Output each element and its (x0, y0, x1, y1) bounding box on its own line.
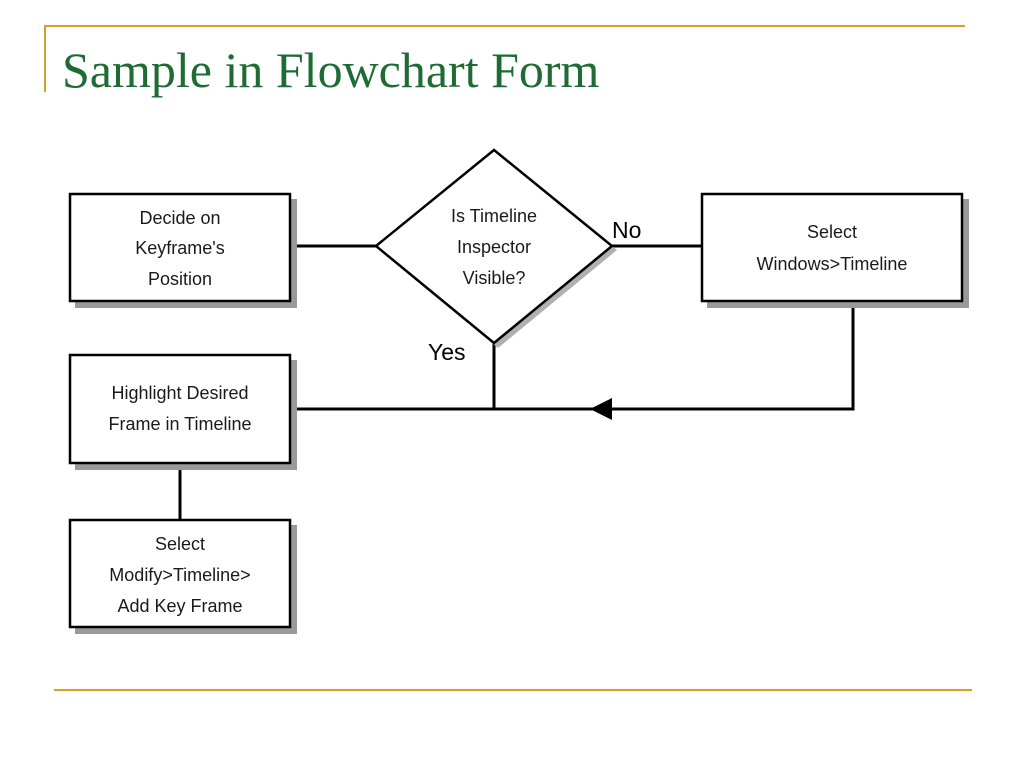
box-frame (68, 518, 292, 629)
box-add-key-frame: Select Modify>Timeline> Add Key Frame (68, 518, 297, 634)
decision-timeline-visible: Is Timeline Inspector Visible? (374, 148, 617, 348)
box-frame (700, 192, 964, 303)
decide-line-2: Keyframe's (135, 238, 224, 258)
box-frame (68, 353, 292, 465)
slide-title: Sample in Flowchart Form (62, 42, 600, 98)
diamond-frame (374, 148, 614, 345)
decide-line-1: Decide on (139, 208, 220, 228)
select-windows-line-2: Windows>Timeline (757, 254, 908, 274)
title-accent-bar (44, 25, 46, 92)
decide-line-3: Position (148, 269, 212, 289)
check-line-3: Visible? (463, 268, 526, 288)
top-rule (44, 25, 965, 27)
bottom-rule (54, 689, 972, 691)
add-key-line-1: Select (155, 534, 205, 554)
check-line-1: Is Timeline (451, 206, 537, 226)
box-highlight-frame: Highlight Desired Frame in Timeline (68, 353, 297, 470)
check-line-2: Inspector (457, 237, 531, 257)
arrowhead-left (590, 398, 612, 420)
label-no: No (612, 217, 641, 243)
connectors (178, 244, 855, 520)
box-decide-keyframe: Decide on Keyframe's Position (68, 192, 297, 308)
connector-select-return (290, 302, 855, 411)
label-yes: Yes (428, 339, 466, 365)
highlight-line-2: Frame in Timeline (108, 414, 251, 434)
select-windows-line-1: Select (807, 222, 857, 242)
box-select-windows-timeline: Select Windows>Timeline (700, 192, 969, 308)
add-key-line-3: Add Key Frame (117, 596, 242, 616)
box-frame (68, 192, 292, 303)
highlight-line-1: Highlight Desired (111, 383, 248, 403)
add-key-line-2: Modify>Timeline> (109, 565, 250, 585)
